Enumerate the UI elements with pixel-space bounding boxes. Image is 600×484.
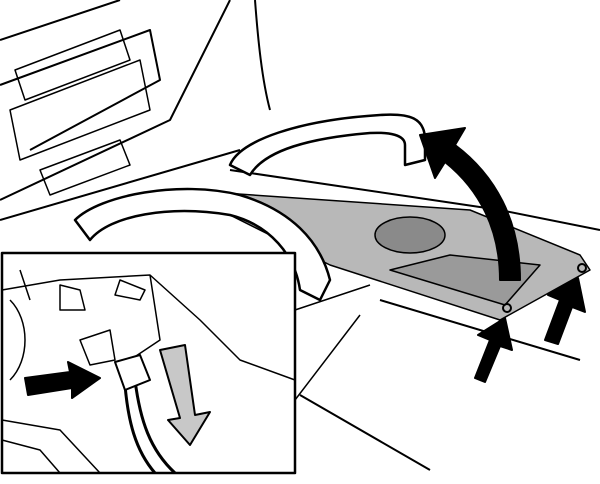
curved-arrow-up-icon <box>419 127 521 281</box>
wiring-harness <box>123 379 177 475</box>
front-grab-handle <box>73 187 332 302</box>
up-arrow-icon <box>544 277 586 345</box>
detail-inset <box>0 251 297 475</box>
callout-lines <box>294 284 371 401</box>
dashboard <box>0 0 271 221</box>
screw <box>502 303 512 313</box>
rear-grab-handle <box>228 113 427 177</box>
cupholder <box>374 216 446 254</box>
connector <box>114 354 151 391</box>
right-arrow-icon <box>24 361 101 399</box>
screw <box>577 263 587 273</box>
up-arrow-icon <box>474 317 513 383</box>
down-arrow-icon <box>159 344 211 446</box>
